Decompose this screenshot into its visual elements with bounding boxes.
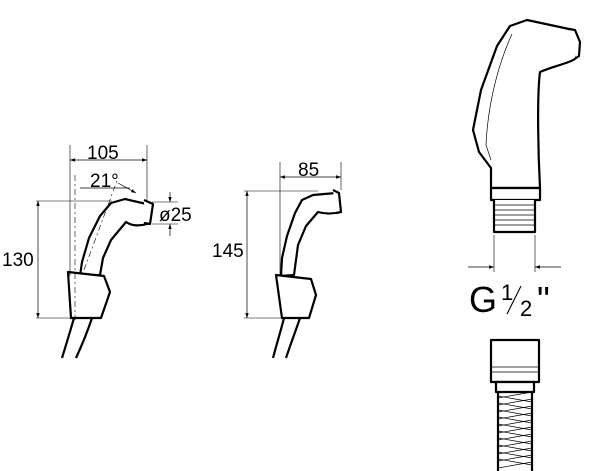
detail-view: G 1 2 " [468, 18, 582, 471]
detail-hose-nut [489, 338, 541, 384]
detail-handle [471, 18, 578, 190]
dim-angle-arc [117, 182, 137, 194]
sprayer-b-hose-2 [284, 317, 302, 359]
dim-angle-label: 21° [90, 171, 119, 192]
sprayer-b-body [279, 191, 342, 278]
sprayer-a-holder [66, 270, 112, 320]
detail-thread [492, 200, 537, 234]
side-view-a: 105 21° ø25 130 [2, 143, 192, 359]
sprayer-b-hose [271, 317, 286, 359]
sprayer-b-nozzle [332, 189, 343, 215]
thread-label-g: G [469, 279, 497, 320]
thread-label-unit: " [537, 279, 550, 320]
sprayer-a-hose-2 [75, 317, 94, 359]
dim-diameter-label: ø25 [159, 205, 192, 226]
thread-fraction-slash [506, 285, 522, 315]
detail-thread-teeth [494, 204, 535, 226]
sprayer-a-axis [83, 177, 119, 271]
side-view-b: 85 145 [212, 160, 343, 359]
dim-145-label: 145 [212, 241, 244, 262]
thread-label-den: 2 [520, 296, 532, 321]
dim-105-label: 105 [87, 143, 119, 164]
detail-nozzle-cap [568, 27, 582, 59]
sprayer-b-holder [274, 273, 318, 320]
dim-85-label: 85 [298, 160, 319, 181]
thread-label-num: 1 [501, 280, 513, 305]
dim-130-label: 130 [2, 250, 34, 271]
detail-thread-neck [489, 186, 542, 202]
sprayer-a-body [78, 197, 153, 278]
detail-hose-ferrule [494, 380, 536, 394]
detail-handle-inner [485, 33, 513, 161]
sprayer-a-hose [60, 317, 76, 359]
sprayer-a-nozzle [143, 198, 155, 226]
detail-hose-braid [497, 391, 533, 469]
